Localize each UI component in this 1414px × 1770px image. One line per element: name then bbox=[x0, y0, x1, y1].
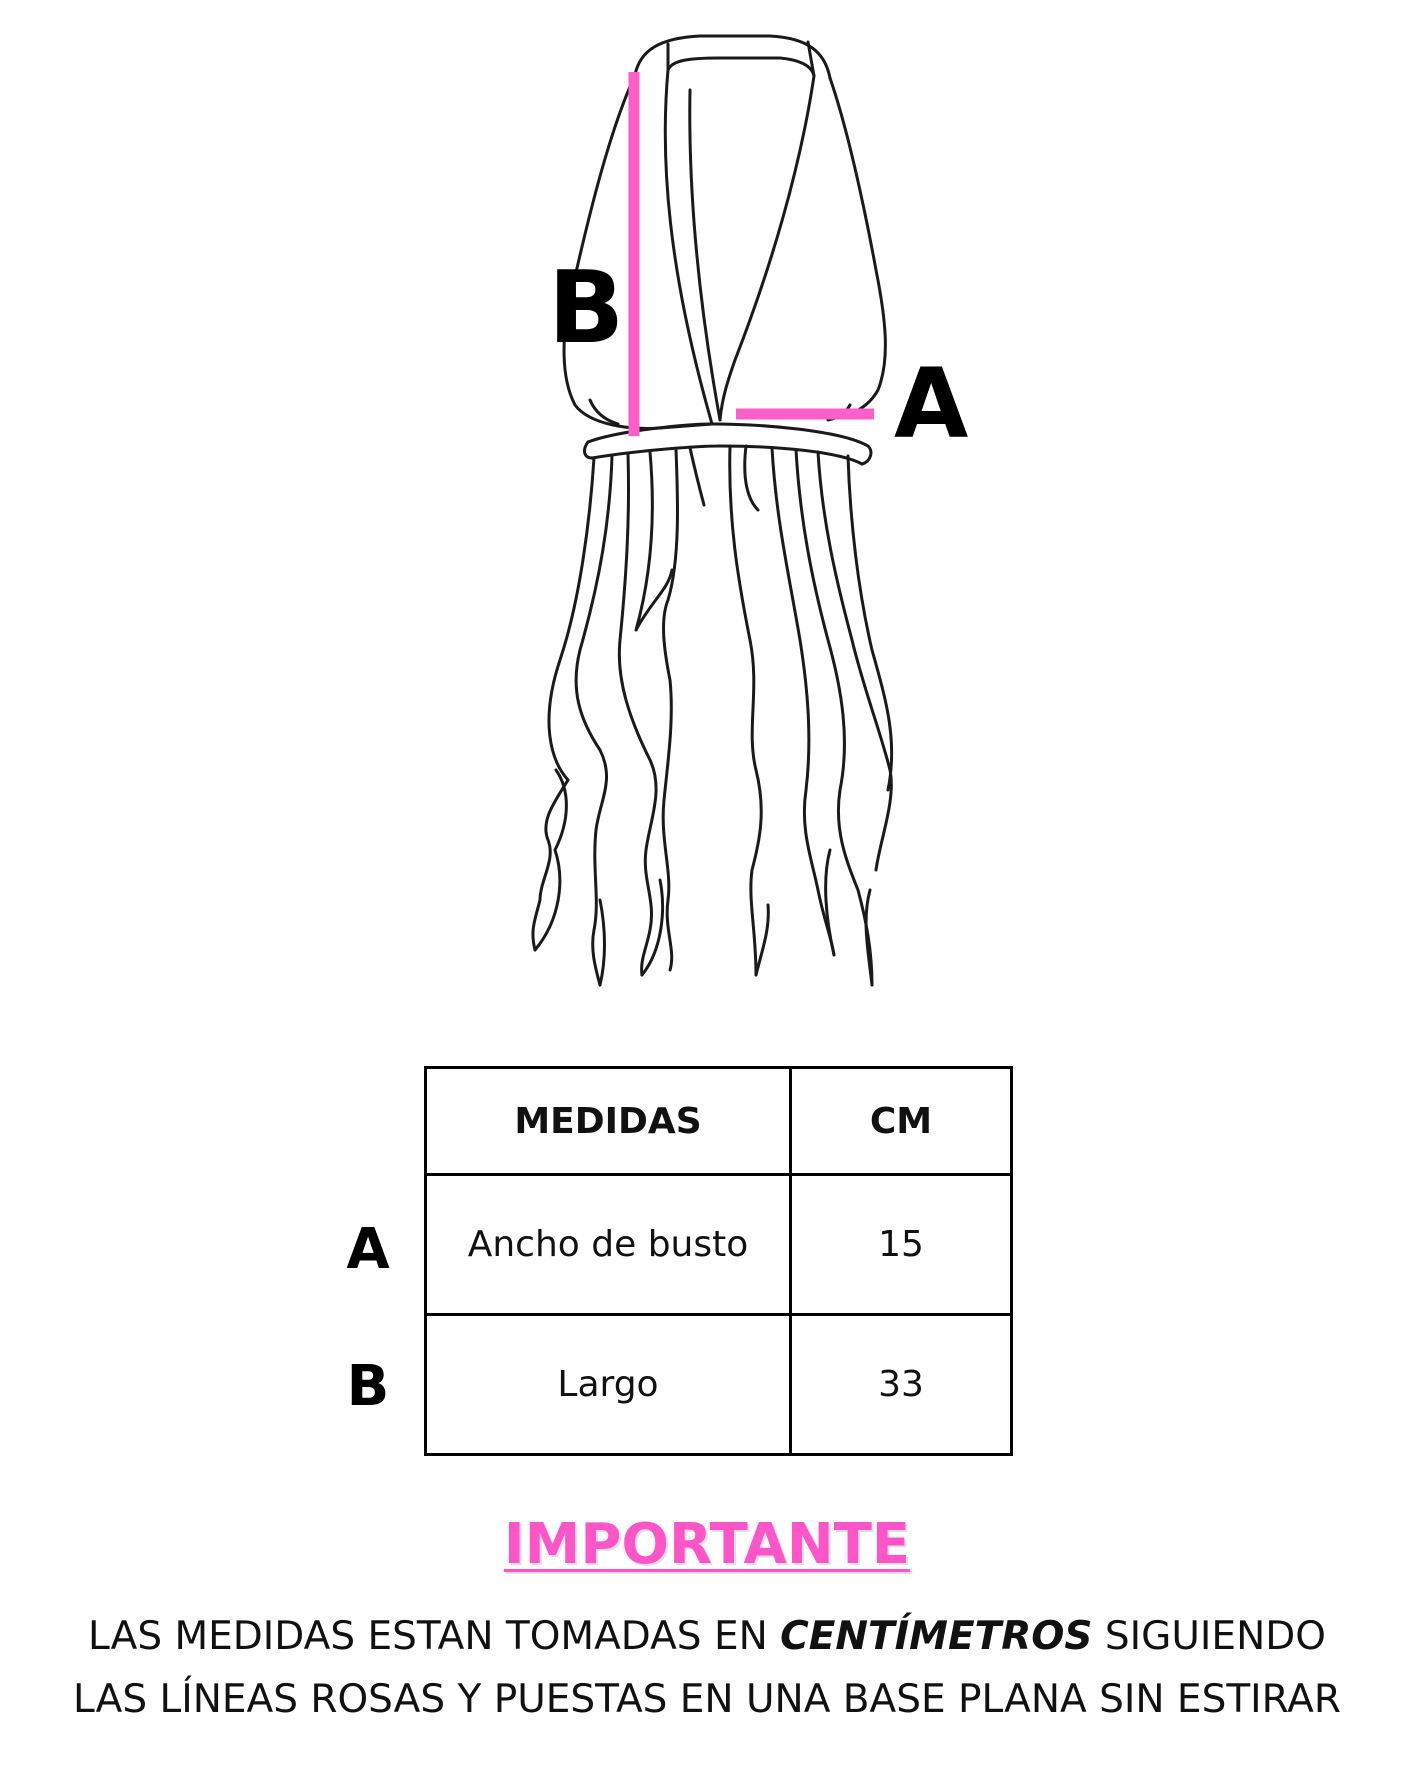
note-emphasis: CENTÍMETROS bbox=[780, 1614, 1093, 1659]
note-line-1-start: LAS MEDIDAS ESTAN TOMADAS EN bbox=[88, 1614, 781, 1659]
header-medidas: MEDIDAS bbox=[424, 1066, 792, 1176]
measure-value: 15 bbox=[789, 1173, 1013, 1316]
measure-label-a: A bbox=[894, 348, 969, 460]
measure-label-b: B bbox=[548, 249, 625, 366]
measure-value: 33 bbox=[789, 1313, 1013, 1456]
measurement-note: LAS MEDIDAS ESTAN TOMADAS EN CENTÍMETROS… bbox=[0, 1605, 1414, 1731]
left-ribbon-fringe bbox=[531, 446, 706, 987]
row-letter-b: B bbox=[346, 1354, 390, 1419]
table-row: Ancho de busto 15 bbox=[424, 1173, 1013, 1316]
header-cm: CM bbox=[789, 1066, 1013, 1176]
garment-illustration bbox=[531, 34, 894, 987]
note-line-1-end: SIGUIENDO bbox=[1092, 1614, 1326, 1659]
table-header-row: MEDIDAS CM bbox=[424, 1066, 1013, 1176]
table-row: Largo 33 bbox=[424, 1313, 1013, 1456]
measurements-table: MEDIDAS CM Ancho de busto 15 Largo 33 bbox=[424, 1066, 1013, 1456]
important-heading: IMPORTANTE bbox=[503, 1512, 911, 1577]
note-line-2: LAS LÍNEAS ROSAS Y PUESTAS EN UNA BASE P… bbox=[73, 1677, 1341, 1722]
right-ribbon-fringe bbox=[728, 444, 894, 987]
measure-name: Largo bbox=[424, 1313, 792, 1456]
bodice-outline bbox=[562, 68, 887, 430]
halter-neckband bbox=[633, 34, 832, 80]
measure-lines bbox=[628, 72, 874, 436]
measure-name: Ancho de busto bbox=[424, 1173, 792, 1316]
waistband bbox=[583, 422, 873, 466]
row-letter-a: A bbox=[346, 1217, 390, 1282]
note-line-1: LAS MEDIDAS ESTAN TOMADAS EN CENTÍMETROS… bbox=[0, 1605, 1414, 1668]
